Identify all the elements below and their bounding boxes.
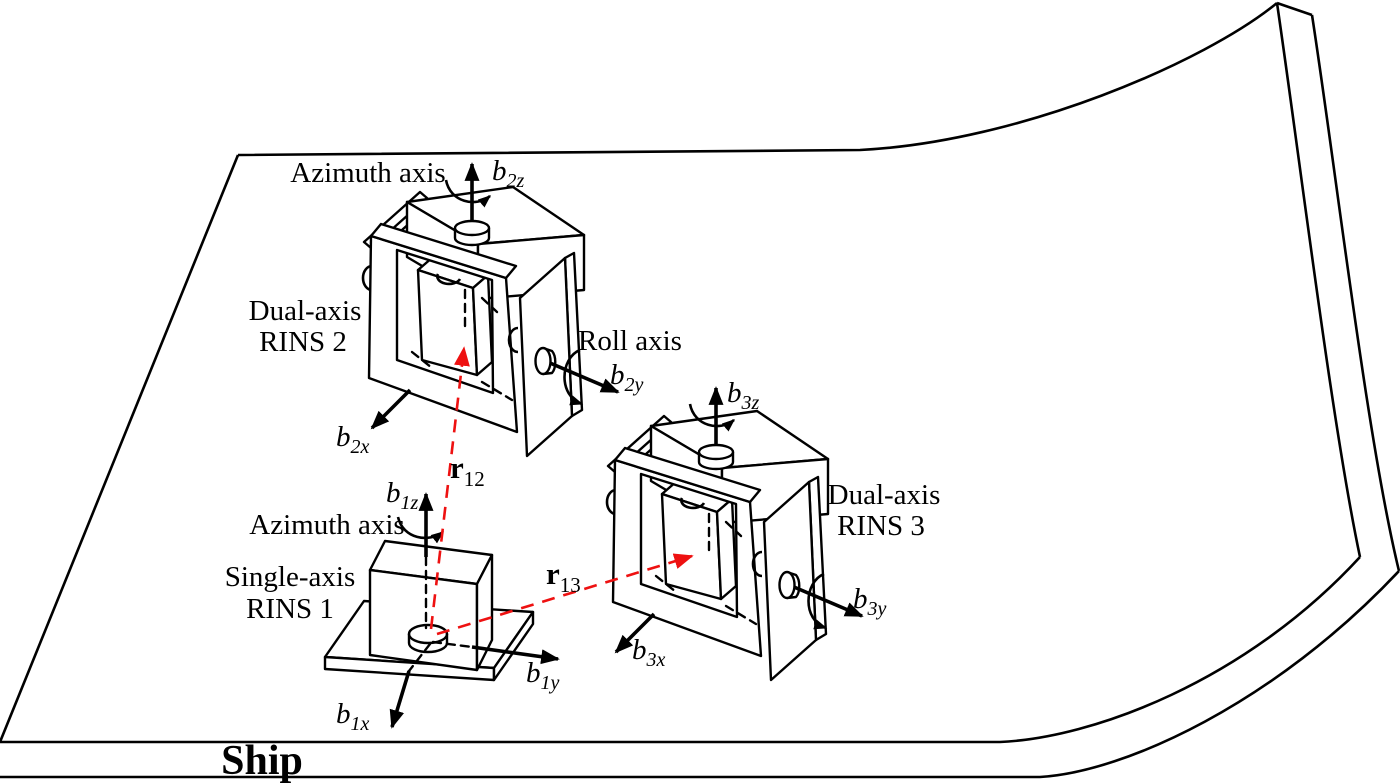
deck-right-inner-edge xyxy=(1275,2,1362,558)
hull-bottom-edge xyxy=(0,570,1400,779)
rins3-name-label: RINS 3 xyxy=(837,510,925,542)
axis-label-b1y: b1y xyxy=(526,657,560,694)
ship-label: Ship xyxy=(221,738,303,783)
deck-front-edge xyxy=(0,556,1361,744)
rins3-type-label: Dual-axis xyxy=(828,479,941,511)
rins1-type-label: Single-axis xyxy=(225,561,356,593)
rins2-type-label: Dual-axis xyxy=(249,295,362,327)
b1y-axis-arrow xyxy=(471,645,560,665)
axis-label-b2y: b2y xyxy=(610,359,644,396)
rins1-unit xyxy=(323,492,560,729)
deck-back-edge xyxy=(237,1,1278,157)
axis-label-b2z: b2z xyxy=(492,155,525,192)
b1x-axis-arrow xyxy=(389,670,411,729)
azimuth-rotation-arc-rins1 xyxy=(396,516,445,544)
axis-label-b1z: b1z xyxy=(386,477,419,514)
axis-label-b2x: b2x xyxy=(336,421,370,458)
vector-label-r13: r13 xyxy=(546,556,581,597)
axis-label-b3z: b3z xyxy=(727,377,760,414)
red-vector-r12 xyxy=(429,346,470,630)
axis-label-b3x: b3x xyxy=(632,634,666,671)
rins1-name-label: RINS 1 xyxy=(246,593,334,625)
deck-right-outer-edge xyxy=(1310,14,1400,572)
rins2-name-label: RINS 2 xyxy=(259,326,347,358)
axis-label-b3y: b3y xyxy=(853,583,887,620)
azimuth-axis-label-rins1: Azimuth axis xyxy=(249,509,404,541)
roll-axis-label: Roll axis xyxy=(578,325,682,357)
azimuth-axis-label-rins2: Azimuth axis xyxy=(290,157,445,189)
axis-label-b1x: b1x xyxy=(336,698,370,735)
vector-label-r12: r12 xyxy=(450,450,485,491)
rins2-unit xyxy=(363,164,618,456)
red-vector-r13 xyxy=(436,553,694,636)
deck-left-edge xyxy=(0,154,240,743)
